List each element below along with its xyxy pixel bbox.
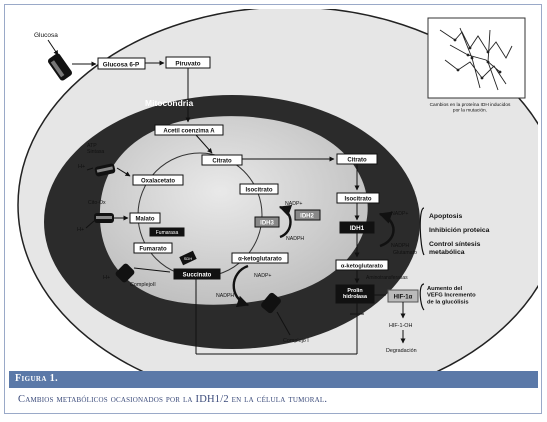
cytochrome-oxidase xyxy=(94,213,114,223)
mitochondrial-matrix xyxy=(99,116,368,305)
figure-label: Figura 1. xyxy=(15,373,59,384)
degradation-label: Degradación xyxy=(386,348,417,354)
nadph-1: NADPH xyxy=(286,236,304,242)
nadp-plus-2: NADP+ xyxy=(254,273,271,279)
glutamate-label: Glutamato xyxy=(393,250,417,256)
acetyl-coa-label: Acetil coenzima A xyxy=(163,129,215,135)
succinate-label: Succinato xyxy=(183,273,212,279)
oxaloacetate-label: Oxalacetato xyxy=(141,179,175,185)
hplus-3: H+ xyxy=(103,275,110,281)
pyruvate-label: Piruvato xyxy=(175,61,200,68)
idh-protein-inset xyxy=(427,17,526,99)
akg-cyto-label: α-ketoglutarato xyxy=(341,264,384,270)
figure-caption: Cambios metabólicos ocasionados por la I… xyxy=(18,394,328,405)
idh2-label: IDH2 xyxy=(300,214,314,220)
aminotransferases-label: Aminotransferasas xyxy=(366,275,408,281)
fumarate-label: Fumarato xyxy=(139,247,167,253)
glucose-transporter xyxy=(47,53,73,81)
complex-ii-label: ComplejoII xyxy=(130,282,156,288)
citrate-mito-label: Citrato xyxy=(212,159,232,165)
malate-label: Malato xyxy=(135,217,154,223)
mitochondria-title: Mitocondria xyxy=(145,98,193,108)
hif1a-label: HIF-1α xyxy=(394,295,413,301)
complex-i xyxy=(261,292,281,314)
citrate-cyto-label: Citrato xyxy=(347,158,367,164)
caption-bar: Figura 1. xyxy=(9,371,538,388)
sdh-label: SDH xyxy=(184,256,193,261)
nadph-2: NADPH xyxy=(216,293,234,299)
nadp-plus-1: NADP+ xyxy=(285,201,302,207)
apoptosis-label: Apoptosis xyxy=(429,213,462,220)
akg-mito-label: α-ketoglutarato xyxy=(238,257,282,263)
complex-ii xyxy=(115,263,135,283)
fumarase-label: Fumarasa xyxy=(156,230,179,236)
glucose6p-label: Glucosa 6-P xyxy=(103,62,139,69)
cito-ox-label: Cito-Ox xyxy=(88,200,106,206)
glucose-label: Glucosa xyxy=(34,32,58,39)
idh2-box xyxy=(294,209,321,221)
isocitrate-cyto-label: Isocitrato xyxy=(344,197,371,203)
complex-i-label: Complejo I xyxy=(283,338,309,344)
atp-synthase xyxy=(94,163,116,177)
isocitrate-mito-label: Isocitrato xyxy=(245,188,272,194)
idh3-box xyxy=(254,216,280,228)
idh1-label: IDH1 xyxy=(350,225,365,232)
idh3-label: IDH3 xyxy=(260,221,274,227)
hplus-2: H+ xyxy=(77,227,84,233)
inhibition-label: Inhibición proteica xyxy=(429,227,490,234)
nadp-plus-3: NADP+ xyxy=(391,211,408,217)
nadph-3: NADPH xyxy=(391,243,409,249)
hif1oh-label: HIF-1-OH xyxy=(389,323,412,329)
hplus-1: H+ xyxy=(78,164,85,170)
